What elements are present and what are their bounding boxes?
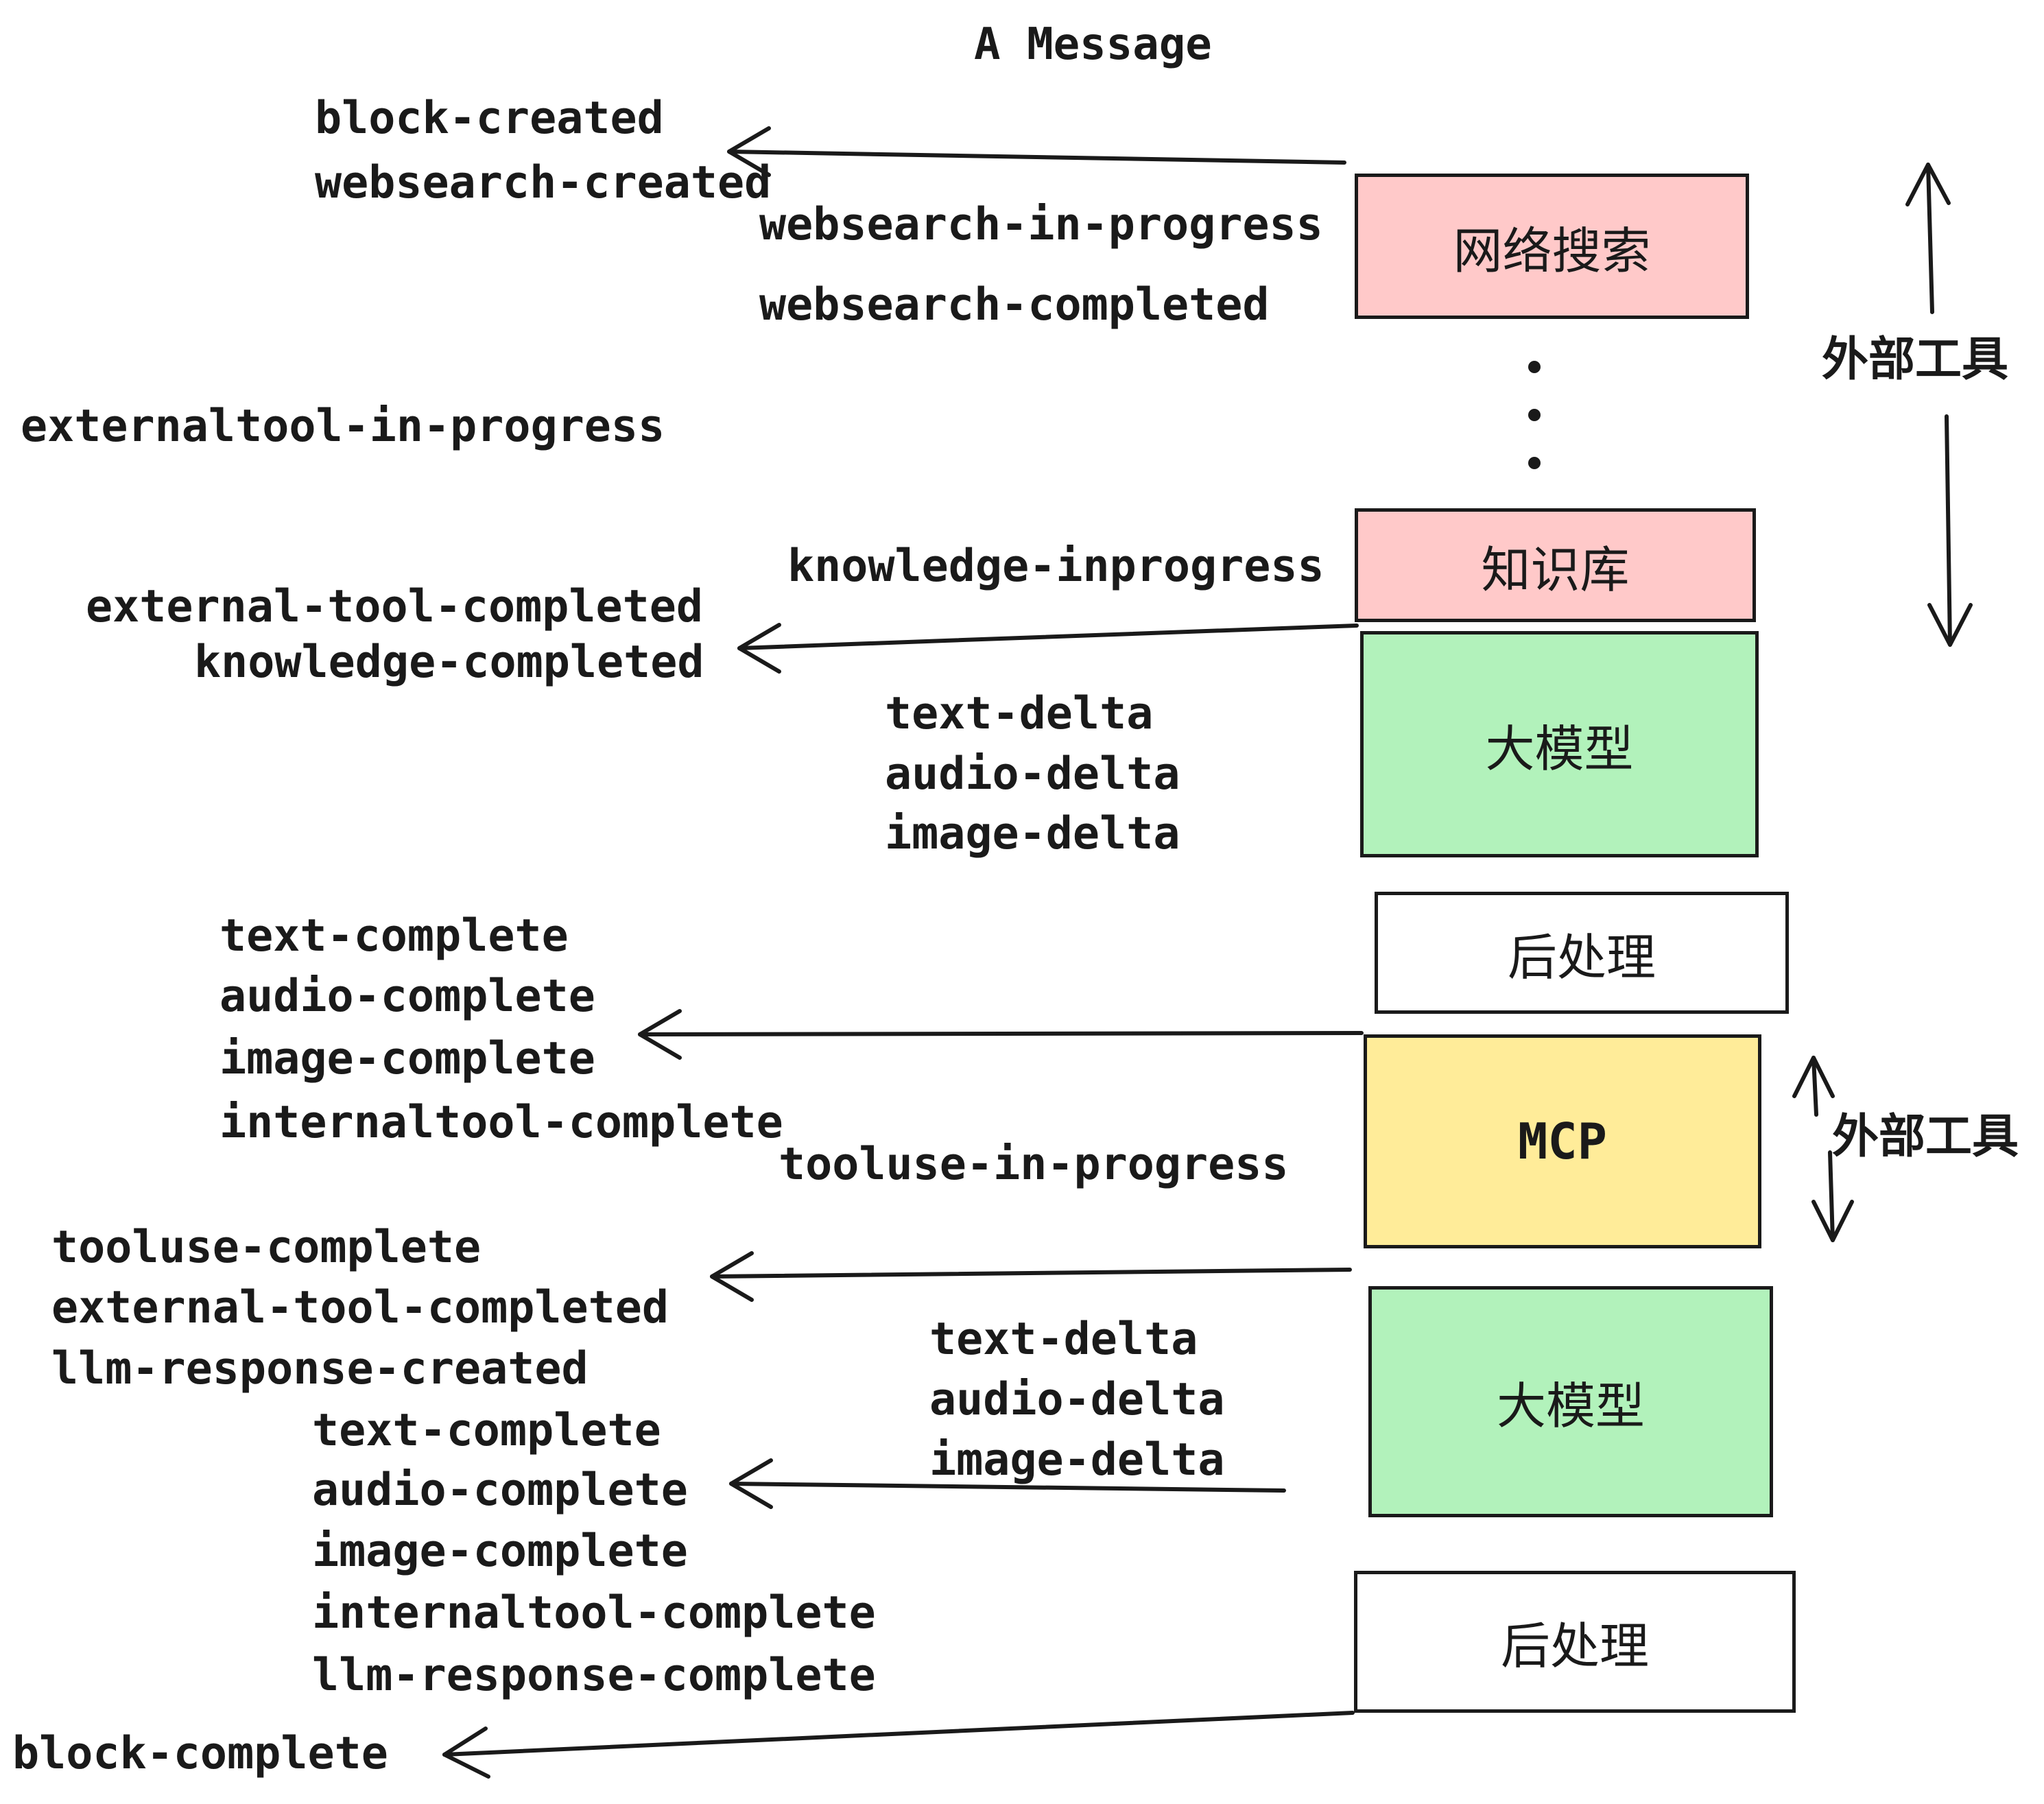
event-label-image-complete-1: image-complete [219, 1033, 595, 1084]
arrow-to-audio-complete [729, 1458, 1286, 1509]
event-label-knowledge-completed: knowledge-completed [194, 637, 704, 688]
mcp-external-tools-up-arrow [1792, 1056, 1835, 1117]
event-label-audio-complete-2: audio-complete [312, 1464, 688, 1516]
ellipsis-dot [1528, 409, 1541, 421]
postprocess-box-1: 后处理 [1375, 892, 1789, 1014]
arrow-to-block-complete [442, 1711, 1355, 1779]
event-label-audio-delta-1: audio-delta [885, 748, 1180, 800]
event-label-external-tool-completed-2: external-tool-completed [51, 1282, 669, 1333]
event-label-llm-response-created: llm-response-created [51, 1343, 589, 1394]
postprocess-box-2: 后处理 [1354, 1571, 1796, 1713]
arrow-to-tooluse-complete [710, 1251, 1352, 1302]
external-tools-up-arrow [1905, 163, 1951, 314]
llm-box-1: 大模型 [1360, 631, 1759, 857]
arrow-to-image-complete [638, 1009, 1364, 1060]
event-label-block-created: block-created [315, 93, 664, 144]
event-label-tooluse-complete: tooluse-complete [51, 1222, 482, 1273]
event-label-internaltool-complete-2: internaltool-complete [312, 1587, 876, 1639]
event-label-websearch-in-progress: websearch-in-progress [759, 199, 1323, 250]
event-label-knowledge-inprogress: knowledge-inprogress [787, 541, 1324, 592]
websearch-box: 网络搜索 [1355, 174, 1749, 319]
event-label-text-complete-2: text-complete [312, 1405, 661, 1456]
event-label-image-delta-1: image-delta [885, 808, 1180, 859]
event-label-websearch-completed: websearch-completed [759, 279, 1270, 331]
llm-box-2: 大模型 [1368, 1286, 1773, 1517]
event-label-image-complete-2: image-complete [312, 1526, 688, 1577]
event-label-external-tool-completed: external-tool-completed [86, 581, 704, 632]
event-label-audio-delta-2: audio-delta [929, 1374, 1225, 1425]
event-label-text-delta-2: text-delta [929, 1314, 1198, 1365]
event-label-tooluse-in-progress: tooluse-in-progress [779, 1139, 1289, 1190]
mcp-box-label: MCP [1517, 1113, 1608, 1170]
arrow-to-websearch-created [727, 126, 1346, 177]
event-label-externaltool-in-progress: externaltool-in-progress [21, 401, 665, 452]
event-label-text-delta-1: text-delta [885, 688, 1154, 739]
event-label-websearch-created: websearch-created [315, 157, 772, 209]
postprocess-box-label: 后处理 [1500, 1619, 1649, 1674]
external-tools-annotation-mcp: 外部工具 [1832, 1111, 2019, 1163]
event-label-block-complete: block-complete [12, 1728, 388, 1779]
arrow-to-knowledge-completed [737, 623, 1359, 674]
diagram-title: A Message [974, 19, 1212, 70]
mcp-box: MCP [1364, 1034, 1761, 1248]
llm-box-label: 大模型 [1496, 1379, 1645, 1434]
event-label-internaltool-complete-1: internaltool-complete [219, 1097, 783, 1148]
postprocess-box-label: 后处理 [1507, 930, 1656, 986]
event-label-text-complete-1: text-complete [219, 910, 569, 962]
ellipsis-dot [1528, 457, 1541, 469]
llm-box-label: 大模型 [1485, 722, 1634, 777]
external-tools-annotation-top: 外部工具 [1822, 333, 2009, 385]
mcp-external-tools-down-arrow [1811, 1150, 1854, 1242]
event-label-llm-response-complete: llm-response-complete [312, 1650, 876, 1701]
event-label-image-delta-2: image-delta [929, 1434, 1225, 1486]
external-tools-down-arrow [1927, 414, 1973, 647]
websearch-box-label: 网络搜索 [1453, 224, 1651, 279]
knowledge-box: 知识库 [1355, 508, 1756, 622]
event-label-audio-complete-1: audio-complete [219, 971, 595, 1022]
ellipsis-dot [1528, 361, 1541, 373]
knowledge-box-label: 知识库 [1481, 543, 1630, 598]
